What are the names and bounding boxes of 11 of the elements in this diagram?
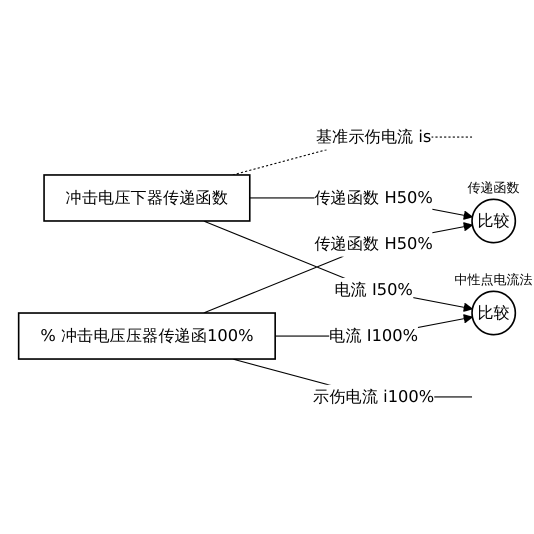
edge-label: 基准示伤电流 is [316, 127, 432, 147]
node-circle: 比较 [471, 198, 516, 244]
node-circle: 比较 [471, 290, 516, 336]
node-box: 冲击电压下器传递函数 [43, 174, 251, 222]
edge-label: 传递函数 H50% [314, 234, 433, 254]
edge-label: 传递函数 H50% [314, 188, 433, 208]
node-box: % 冲击电压压器传递函100% [18, 312, 276, 360]
edge-label: 电流 I50% [334, 280, 413, 300]
edge-label: 示伤电流 i100% [313, 386, 434, 406]
edge-label: 电流 I100% [329, 326, 418, 346]
method-label: 中性点电流法 [452, 271, 534, 290]
